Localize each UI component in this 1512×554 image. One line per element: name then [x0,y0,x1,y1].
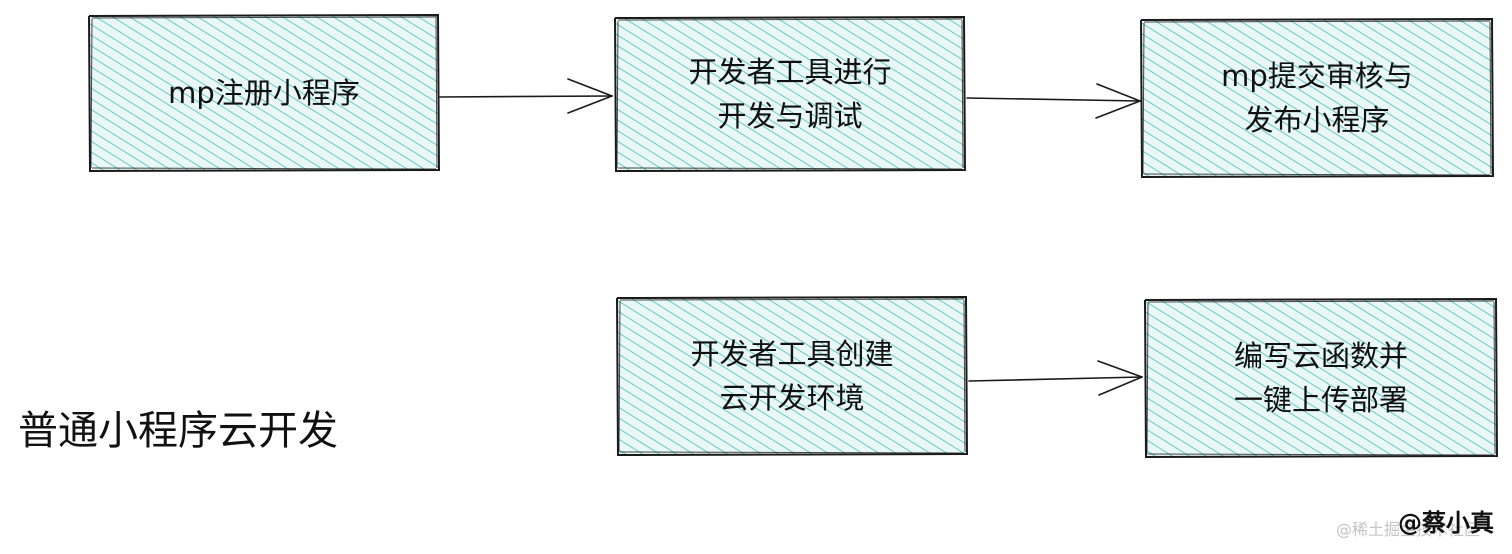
box-cloud-env [616,296,968,457]
box-register-label: mp注册小程序 [90,16,438,170]
box-register-line-1: mp注册小程序 [168,76,360,110]
box-cloud-func-line-1: 编写云函数并 [1233,339,1408,373]
box-cloud-func-line-2: 一键上传部署 [1233,383,1408,417]
box-cloud-func-label: 编写云函数并 一键上传部署 [1146,300,1496,456]
box-develop-line-1: 开发者工具进行 [688,55,892,89]
box-cloud-env-line-1: 开发者工具创建 [690,337,894,371]
section-title: 普通小程序云开发 [18,408,338,454]
arrow-register-to-develop [439,78,613,114]
box-develop [614,16,966,173]
arrow-cloudenv-to-cloudfunc [968,360,1143,396]
box-develop-line-2: 开发与调试 [717,99,863,133]
author-signature: @蔡小真 [1398,509,1494,537]
box-cloud-env-line-2: 云开发环境 [719,381,865,415]
box-publish [1140,18,1494,179]
box-publish-line-2: 发布小程序 [1244,103,1390,137]
arrow-develop-to-publish [966,83,1141,119]
box-publish-line-1: mp提交审核与 [1221,59,1413,93]
box-develop-label: 开发者工具进行 开发与调试 [616,18,964,170]
box-publish-label: mp提交审核与 发布小程序 [1142,20,1492,176]
watermark: @稀土掘金技术社区 [1336,520,1481,539]
box-cloud-env-label: 开发者工具创建 云开发环境 [618,298,966,454]
box-cloud-func [1144,298,1498,459]
box-register [88,14,440,173]
